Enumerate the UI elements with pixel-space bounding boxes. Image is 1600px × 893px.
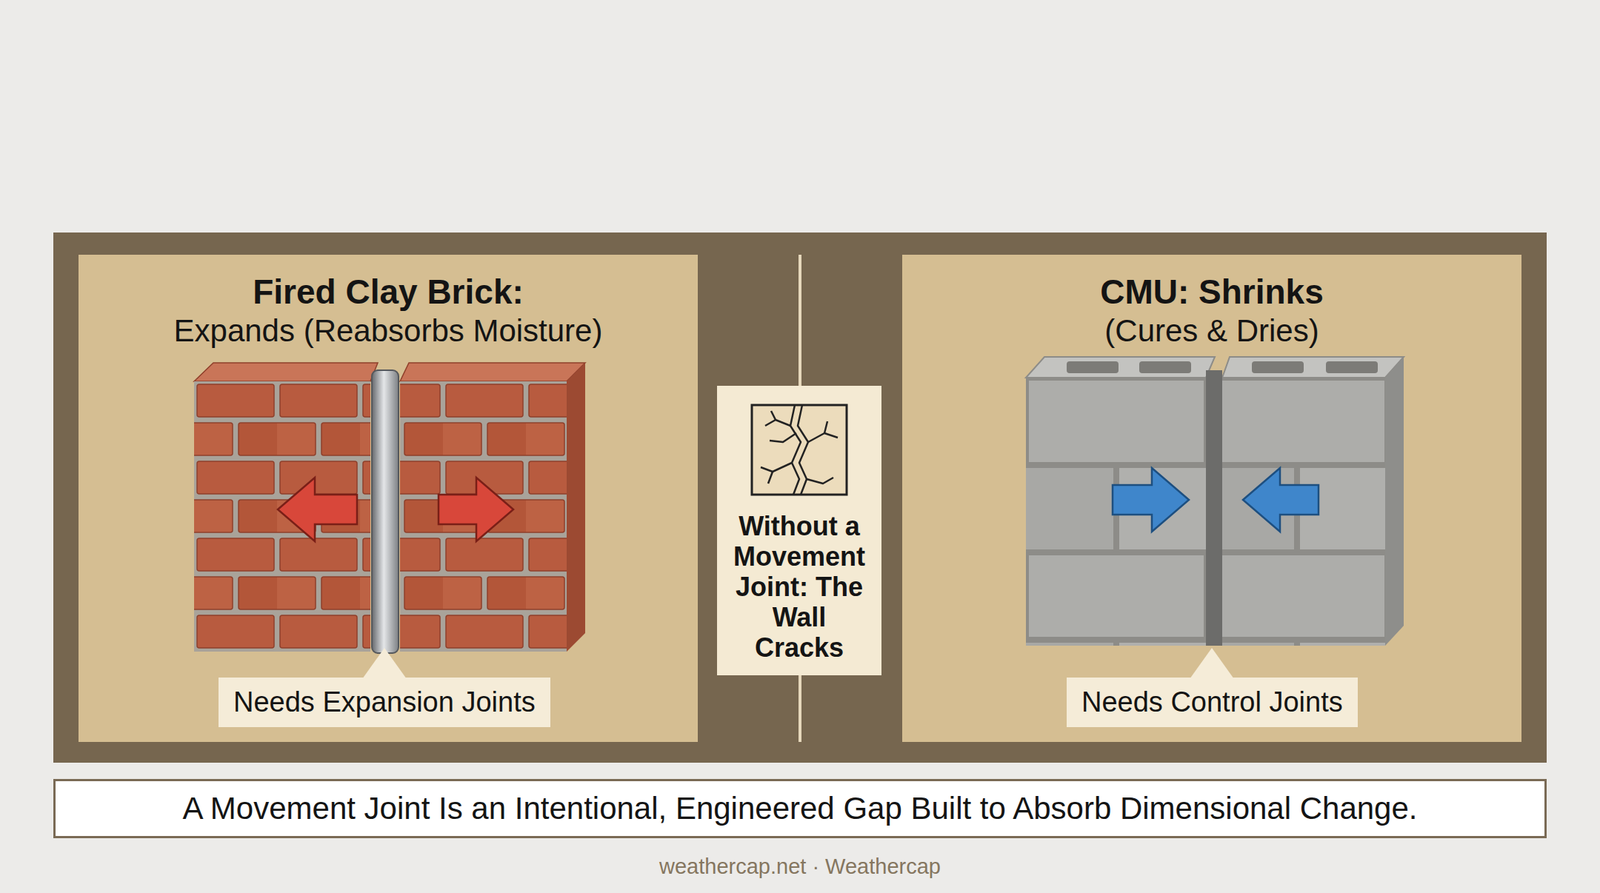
panel-subtitle: (Cures & Dries) [902, 312, 1522, 350]
callout-box: Needs Control Joints [1066, 677, 1358, 728]
material-panel: CMU: Shrinks(Cures & Dries) Needs Control… [902, 254, 1522, 743]
warning-text: Without a Movement Joint: The Wall Crack… [725, 511, 873, 663]
icon-frame [751, 405, 847, 495]
panel-subtitle: Expands (Reabsorbs Moisture) [78, 312, 698, 350]
crack-line [768, 471, 773, 484]
panel-heading: CMU: Shrinks(Cures & Dries) [902, 271, 1522, 350]
crack-line [769, 433, 797, 443]
crack-line [808, 433, 838, 443]
crack-line [765, 420, 791, 426]
crack-line [797, 405, 809, 495]
shrink-arrow [1242, 468, 1319, 532]
crack-line [771, 411, 776, 420]
pointer-triangle [362, 648, 407, 680]
crack-icon [750, 403, 849, 497]
callout-pointer [362, 648, 407, 680]
expand-arrow [277, 477, 358, 542]
caption-text: A Movement Joint Is an Intentional, Engi… [182, 791, 1418, 827]
expand-arrow [438, 477, 514, 542]
panel-title: Fired Clay Brick: [78, 271, 698, 313]
callout-pointer [1189, 648, 1235, 680]
watermark: weathercap.net · Weathercap [0, 854, 1600, 880]
material-panel: Fired Clay Brick:Expands (Reabsorbs Mois… [78, 254, 698, 743]
crack-line [760, 462, 792, 472]
outer-frame [53, 232, 1547, 763]
warning-box: Without a Movement Joint: The Wall Crack… [717, 385, 882, 676]
shrink-arrow [1112, 468, 1189, 532]
callout-box: Needs Expansion Joints [218, 677, 551, 728]
right-panel-ground [902, 254, 1522, 743]
crack-line [806, 477, 834, 484]
left-panel-ground [78, 254, 698, 743]
cmu-wall [1025, 357, 1404, 646]
caption-box: A Movement Joint Is an Intentional, Engi… [53, 779, 1547, 839]
callout-text: Needs Expansion Joints [233, 686, 536, 719]
crack-line [824, 421, 828, 434]
callout-text: Needs Control Joints [1081, 686, 1343, 719]
panel-title: CMU: Shrinks [902, 271, 1522, 313]
panel-heading: Fired Clay Brick:Expands (Reabsorbs Mois… [78, 271, 698, 350]
pointer-triangle [1189, 648, 1235, 680]
brick-wall [194, 362, 586, 654]
